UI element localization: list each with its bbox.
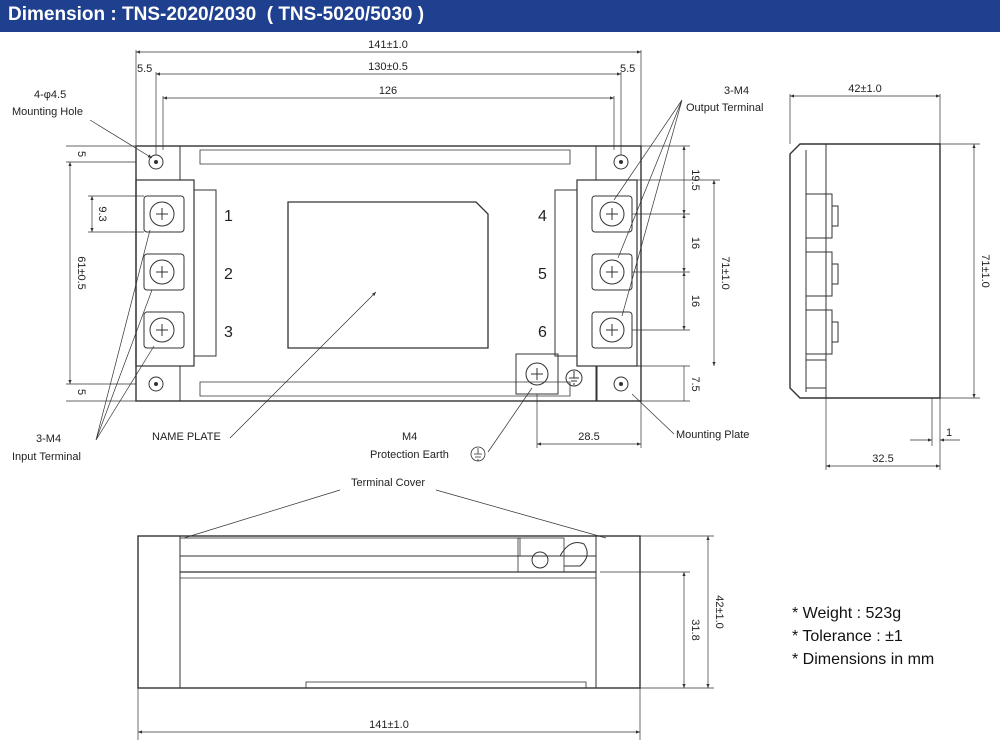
front-view-labels: 141±1.0 130±0.5 126 5.5 5.5 5 9.3 61±0.5… (12, 39, 763, 463)
bottom-view (137, 489, 714, 740)
dim-19-5: 19.5 (689, 169, 701, 190)
mounting-hole-bl (148, 376, 164, 392)
mounting-hole-label: Mounting Hole (12, 106, 83, 118)
header-bar: Dimension : TNS-2020/2030 ( TNS-5020/503… (0, 0, 1000, 32)
dim-16-b: 16 (689, 295, 701, 307)
terminal-cover-label: Terminal Cover (351, 477, 425, 489)
dim-9-3: 9.3 (96, 206, 108, 221)
front-body-outline (135, 145, 642, 402)
dim-top-5: 5 (75, 151, 87, 157)
page-title: Dimension : TNS-2020/2030 ( TNS-5020/503… (8, 4, 425, 25)
dim-edge-left: 5.5 (137, 63, 152, 75)
earth-icon (470, 446, 486, 462)
dim-mount-width: 130±0.5 (368, 61, 408, 73)
input-screws (143, 195, 185, 349)
name-plate (287, 201, 489, 349)
mounting-hole-size: 4-φ4.5 (34, 89, 66, 101)
dim-71: 71±1.0 (719, 256, 731, 290)
terminal-label-5: 5 (538, 266, 547, 283)
side-view-labels: 42±1.0 71±1.0 1 32.5 (848, 83, 991, 465)
dim-28-5: 28.5 (578, 431, 599, 443)
side-dim-1: 1 (946, 427, 952, 439)
pe-m4: M4 (402, 431, 417, 443)
terminal-cover (179, 537, 521, 557)
spec-notes: * Weight : 523g * Tolerance : ±1 * Dimen… (792, 605, 934, 668)
bottom-dim-141: 141±1.0 (369, 719, 409, 731)
input-terminal-label: Input Terminal (12, 451, 81, 463)
terminal-label-3: 3 (224, 324, 233, 341)
dim-16-a: 16 (689, 237, 701, 249)
side-dim-42: 42±1.0 (848, 83, 882, 95)
side-dim-32-5: 32.5 (872, 453, 893, 465)
output-m4: 3-M4 (724, 85, 749, 97)
bottom-view-labels: Terminal Cover 42±1.0 31.8 141±1.0 (351, 477, 725, 731)
terminal-label-4: 4 (538, 208, 547, 225)
side-view (789, 94, 980, 470)
dim-edge-right: 5.5 (620, 63, 635, 75)
dim-overall-width: 141±1.0 (368, 39, 408, 51)
front-view (66, 50, 720, 453)
dim-inner-width: 126 (379, 85, 397, 97)
note-weight: * Weight : 523g (792, 605, 901, 622)
terminal-label-6: 6 (538, 324, 547, 341)
mounting-hole-br (613, 376, 629, 392)
name-plate-label: NAME PLATE (152, 431, 221, 443)
terminal-label-2: 2 (224, 266, 233, 283)
bottom-dim-31-8: 31.8 (689, 619, 701, 640)
bottom-dim-42: 42±1.0 (713, 595, 725, 629)
output-terminal-label: Output Terminal (686, 102, 763, 114)
protection-earth-label: Protection Earth (370, 449, 449, 461)
input-m4: 3-M4 (36, 433, 61, 445)
earth-icon (565, 369, 583, 387)
terminal-label-1: 1 (224, 208, 233, 225)
bottom-body-outline (137, 535, 641, 689)
dim-bottom-5: 5 (75, 389, 87, 395)
dim-61: 61±0.5 (75, 256, 87, 290)
note-tolerance: * Tolerance : ±1 (792, 628, 903, 645)
side-terminals (805, 193, 839, 389)
dim-7-5: 7.5 (689, 376, 701, 391)
mounting-plate-label: Mounting Plate (676, 429, 749, 441)
side-dim-71: 71±1.0 (979, 254, 991, 288)
note-dimensions: * Dimensions in mm (792, 651, 934, 668)
